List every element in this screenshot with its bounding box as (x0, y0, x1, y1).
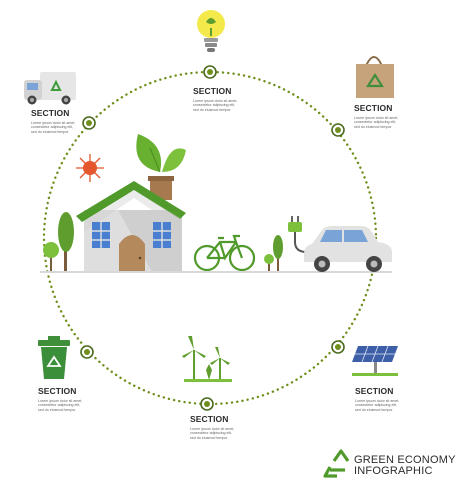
section-title: SECTION (190, 414, 229, 424)
bicycle-icon (193, 234, 256, 272)
shopping-bag-icon (356, 56, 394, 98)
sun-icon (76, 154, 104, 182)
solar-panel-icon (352, 345, 398, 376)
section-top: SECTION Lorem ipsum dolor sit amet, cons… (193, 86, 253, 112)
section-title: SECTION (31, 108, 70, 118)
section-description: Lorem ipsum dolor sit amet, consectetur … (354, 116, 399, 129)
section-bottom: SECTION Lorem ipsum dolor sit amet, cons… (190, 414, 250, 440)
section-top-right: SECTION Lorem ipsum dolor sit amet, cons… (354, 103, 414, 129)
section-description: Lorem ipsum dolor sit amet, consectetur … (355, 399, 400, 412)
section-top-left: SECTION Lorem ipsum dolor sit amet, cons… (31, 108, 91, 134)
section-description: Lorem ipsum dolor sit amet, consectetur … (193, 99, 238, 112)
brand-line-2: INFOGRAPHIC (354, 465, 433, 477)
section-title: SECTION (38, 386, 77, 396)
section-description: Lorem ipsum dolor sit amet, consectetur … (31, 121, 76, 134)
section-description: Lorem ipsum dolor sit amet, consectetur … (190, 427, 235, 440)
delivery-truck-icon (24, 72, 76, 105)
section-title: SECTION (354, 103, 393, 113)
brand-line-1: GREEN ECONOMY (354, 454, 456, 466)
section-bottom-left: SECTION Lorem ipsum dolor sit amet, cons… (38, 386, 98, 412)
leaf-sprout-icon (136, 134, 186, 173)
electric-car-icon (304, 226, 392, 272)
light-bulb-icon (197, 10, 225, 52)
tree-icon (43, 212, 283, 272)
section-title: SECTION (355, 386, 394, 396)
section-bottom-right: SECTION Lorem ipsum dolor sit amet, cons… (355, 386, 415, 412)
recycle-bin-icon (38, 336, 70, 379)
house-icon (76, 176, 186, 272)
brand-title: GREEN ECONOMY INFOGRAPHIC (354, 455, 456, 477)
ring-nodes (80, 65, 345, 411)
section-description: Lorem ipsum dolor sit amet, consectetur … (38, 399, 83, 412)
section-title: SECTION (193, 86, 232, 96)
recycle-icon (323, 449, 350, 478)
wind-turbine-icon (182, 336, 232, 382)
ground-line (40, 271, 392, 273)
